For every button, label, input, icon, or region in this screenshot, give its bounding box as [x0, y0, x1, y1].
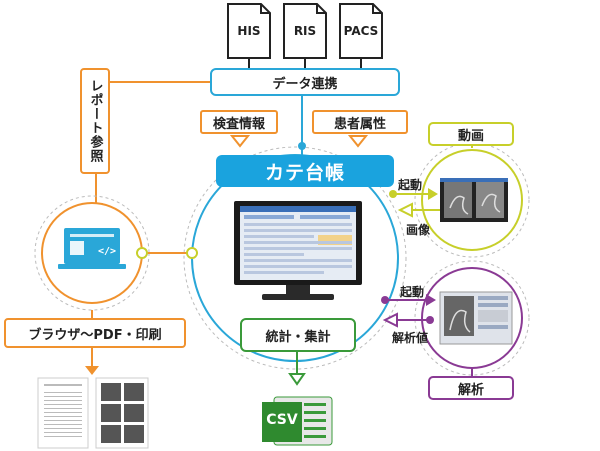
exam-arrow: [229, 135, 251, 148]
monitor-neck: [286, 285, 310, 295]
analysis-value-label: 解析値: [392, 331, 429, 345]
csv-icon: [262, 402, 302, 442]
video-image-label: 画像: [406, 223, 431, 237]
video-launch-label: 起動: [398, 178, 423, 192]
stats-box: 統計・集計: [240, 318, 356, 352]
svg-text:</>: </>: [98, 246, 116, 257]
laptop-base: [58, 264, 126, 269]
browser-arrow: [85, 366, 99, 375]
his-document-icon: [227, 3, 271, 59]
video-image-arrow: [397, 202, 413, 218]
main-title: カテ台帳: [216, 155, 394, 187]
analysis-title-box: 解析: [428, 376, 514, 400]
patient-attr-box: 患者属性: [312, 110, 408, 134]
analysis-value-arrow: [382, 312, 398, 328]
video-ring-dashed: [414, 142, 530, 258]
his-label: HIS: [237, 24, 261, 38]
laptop-link-dot-2: [186, 247, 198, 259]
csv-label: CSV: [266, 412, 298, 428]
exam-info-box: 検査情報: [200, 110, 278, 134]
central-ring-dashed: [183, 146, 407, 370]
analysis-ring-dashed: [414, 260, 530, 376]
patient-arrow: [347, 135, 369, 148]
video-title-box: 動画: [428, 122, 514, 146]
ris-label: RIS: [293, 24, 317, 38]
browser-pdf-box: ブラウザ〜PDF・印刷: [4, 318, 186, 348]
link-dot: [298, 142, 306, 150]
ris-document-icon: [283, 3, 327, 59]
report-reference-box: レポート参照: [80, 68, 110, 174]
pacs-document-icon: [339, 3, 383, 59]
analysis-launch-arrow: [426, 294, 436, 306]
analysis-launch-label: 起動: [400, 285, 425, 299]
laptop-link-dot-1: [136, 247, 148, 259]
stats-arrow: [288, 373, 306, 386]
video-launch-arrow: [428, 188, 438, 200]
monitor-stand: [262, 294, 334, 300]
pacs-label: PACS: [343, 24, 379, 38]
data-link-box: データ連携: [210, 68, 400, 96]
